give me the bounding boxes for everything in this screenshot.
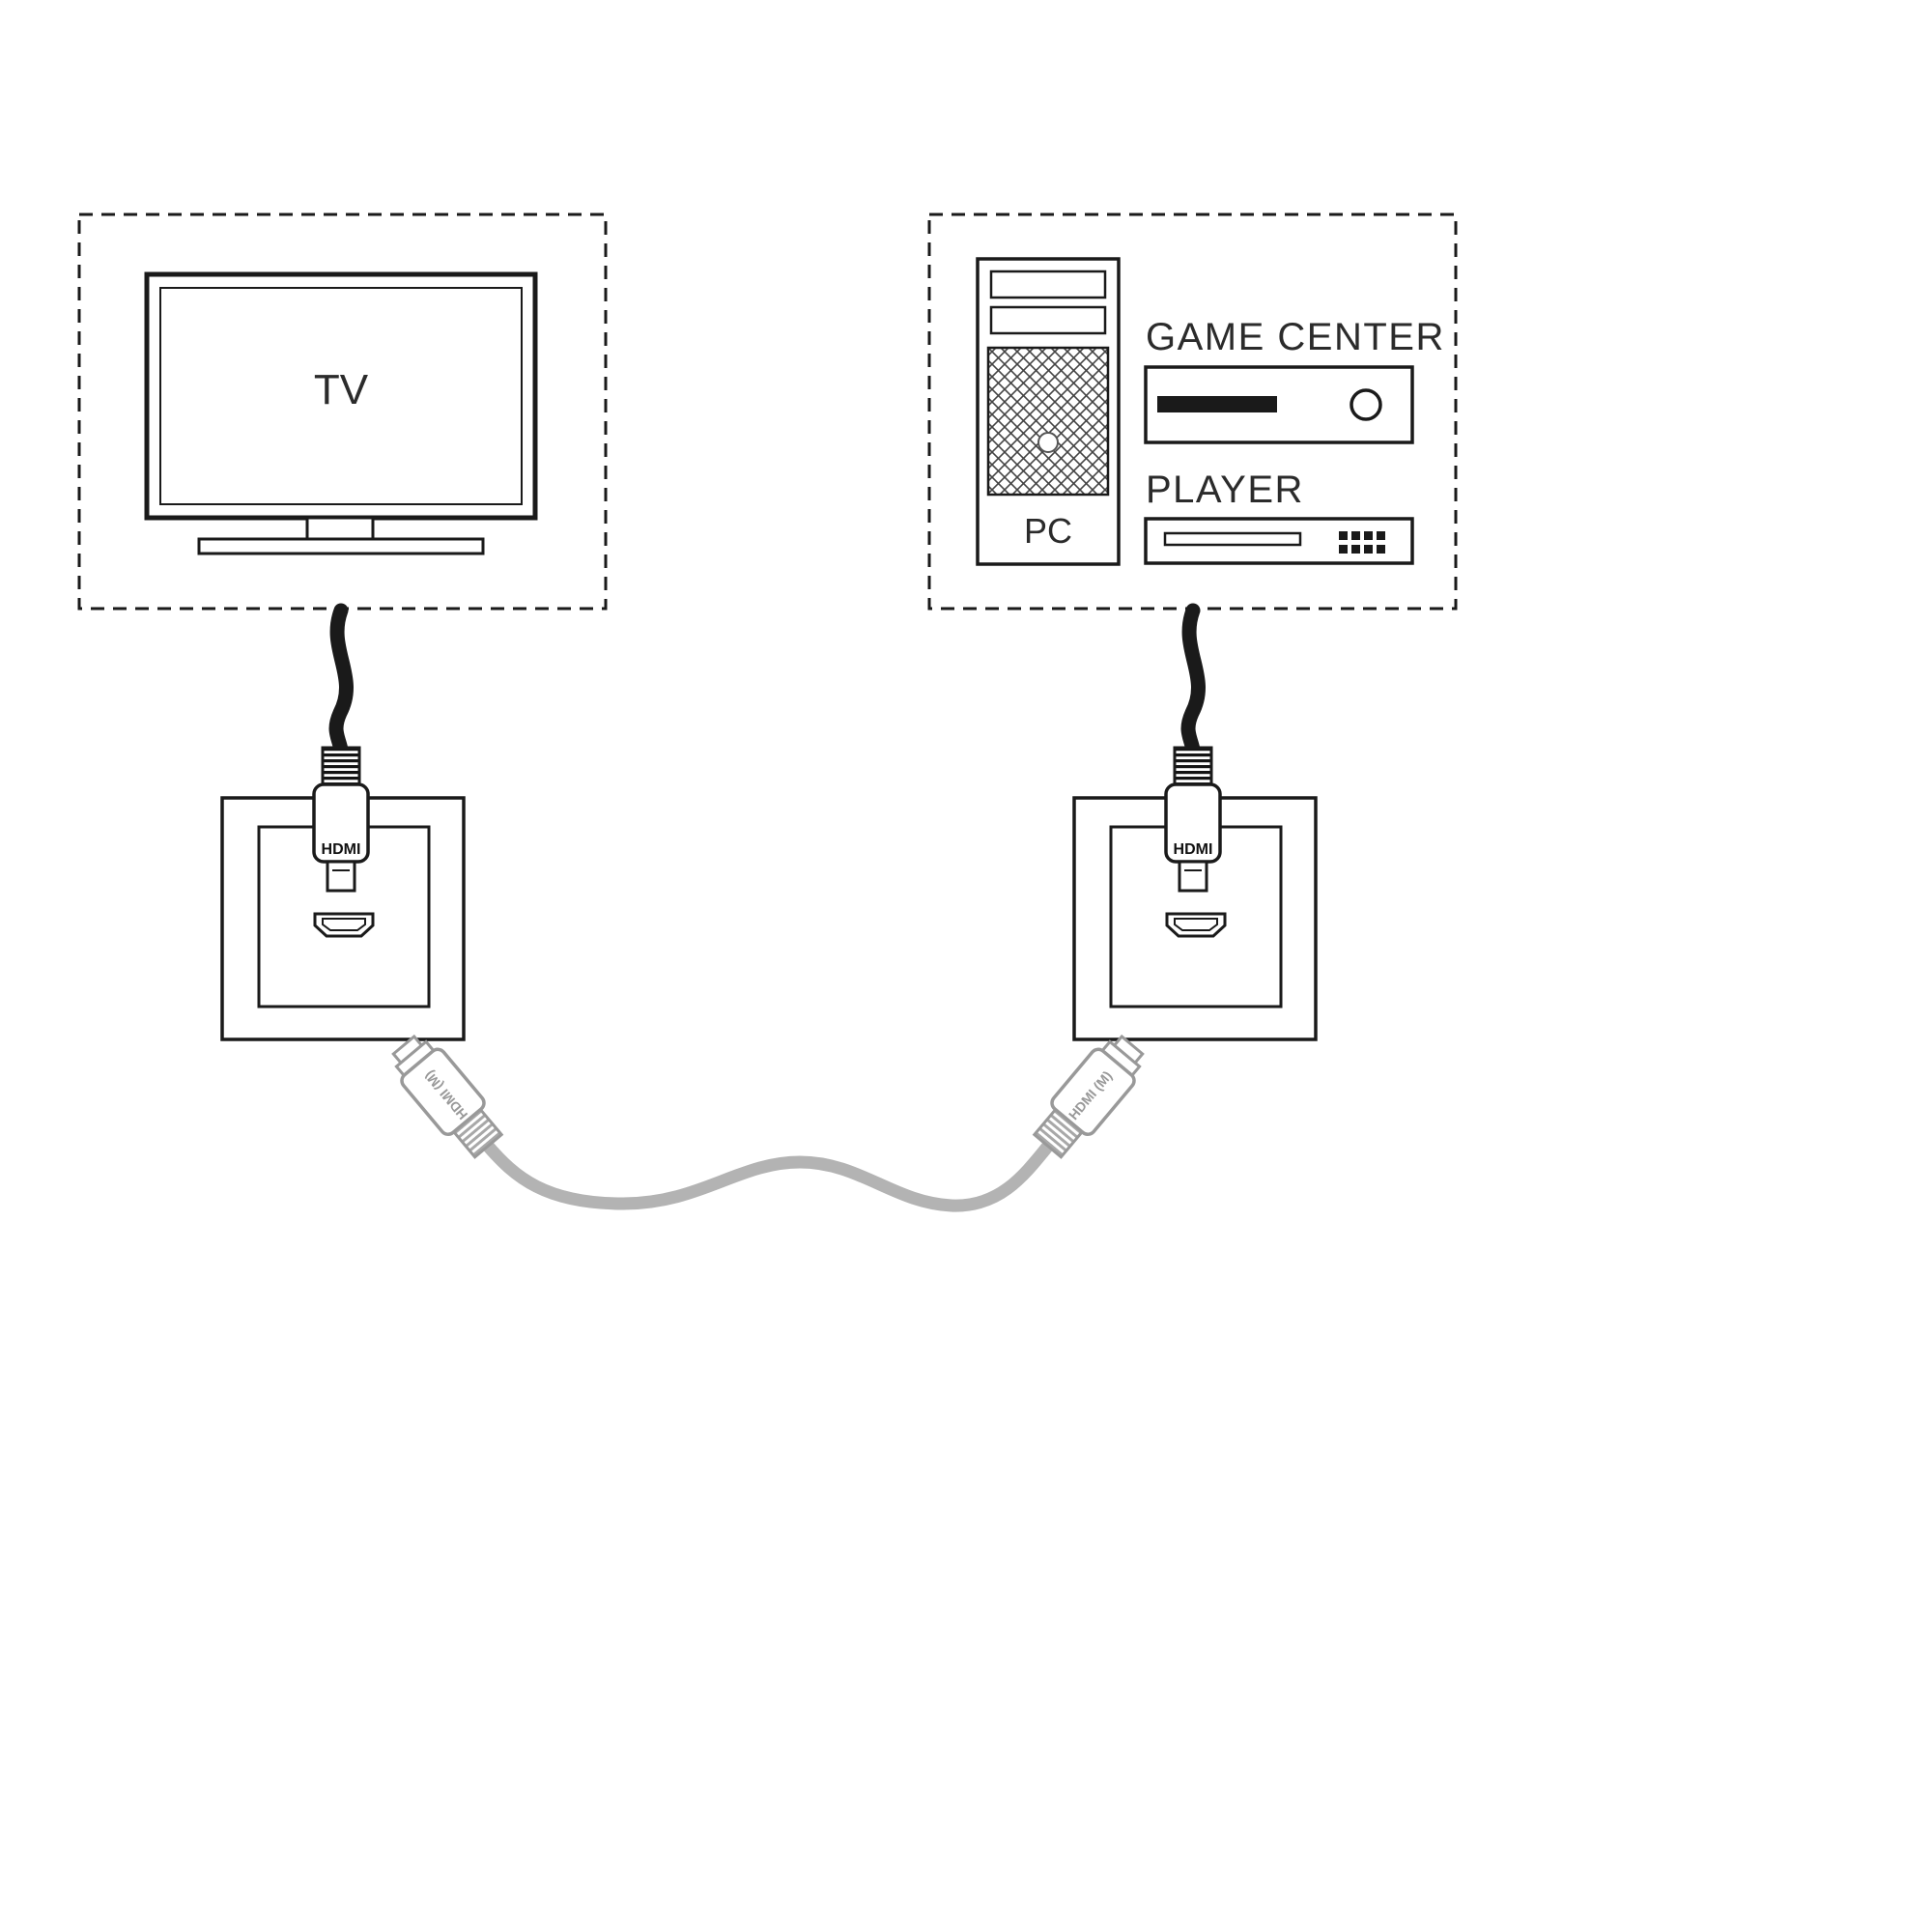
tv-cable (328, 603, 354, 757)
pc-drive-bay-1 (989, 270, 1107, 299)
tv-label: TV (314, 366, 369, 413)
pc-label: PC (1024, 511, 1072, 551)
game-console-button (1350, 388, 1382, 421)
hdmi-plug-left-label: HDMI (322, 841, 361, 858)
tv-stand-neck (305, 516, 375, 541)
patch-cable (480, 1138, 1056, 1212)
pc-power-button (1037, 432, 1059, 453)
hdmi-socket-left-icon (313, 912, 375, 938)
hdmi-plug-right-strain-relief (1173, 746, 1213, 786)
game-center: GAME CENTER (1144, 316, 1445, 444)
hdmi-plug-left-tip (326, 860, 356, 893)
tv: TV (144, 271, 538, 555)
player: PLAYER (1144, 469, 1414, 565)
tv-bezel (144, 271, 538, 521)
game-center-label: GAME CENTER (1146, 316, 1445, 358)
tv-screen (159, 287, 523, 505)
pc-grill (986, 346, 1110, 497)
player-body (1144, 517, 1414, 565)
patch-connector-right: HDMI (M) (1032, 1034, 1145, 1159)
patch-connector-left-strain-relief (451, 1107, 504, 1159)
hdmi-plug-left-strain-relief (321, 746, 361, 786)
hdmi-plug-right: HDMI (1164, 746, 1222, 893)
patch-connector-left: HDMI (M) (391, 1034, 504, 1159)
tv-stand-base (197, 537, 485, 555)
source-cable (1180, 603, 1206, 757)
player-buttons (1339, 531, 1385, 554)
hdmi-plug-right-label: HDMI (1174, 841, 1213, 858)
player-label: PLAYER (1146, 469, 1304, 511)
hdmi-plug-right-tip (1178, 860, 1208, 893)
pc-drive-bay-2 (989, 305, 1107, 335)
pc-tower: PC (976, 257, 1121, 566)
player-disc-slot (1163, 531, 1302, 547)
game-console-slot (1157, 396, 1277, 412)
hdmi-plug-left: HDMI (312, 746, 370, 893)
hdmi-socket-right-icon (1165, 912, 1227, 938)
patch-connector-right-strain-relief (1032, 1107, 1085, 1159)
